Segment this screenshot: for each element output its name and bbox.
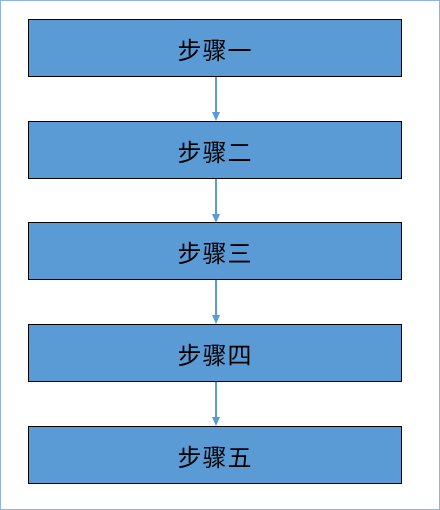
arrow-down-2 (212, 179, 220, 223)
arrow-down-1 (212, 77, 220, 121)
arrow-down-4 (212, 382, 220, 426)
step-label-2: 步骤二 (177, 138, 253, 167)
step-box-2: 步骤二 (28, 121, 402, 179)
step-box-5: 步骤五 (28, 426, 402, 484)
step-label-4: 步骤四 (177, 341, 253, 370)
arrow-down-3 (212, 280, 220, 324)
step-label-5: 步骤五 (177, 443, 253, 472)
step-box-3: 步骤三 (28, 222, 402, 280)
step-label-3: 步骤三 (177, 239, 253, 268)
step-box-4: 步骤四 (28, 324, 402, 382)
step-box-1: 步骤一 (28, 19, 402, 77)
step-label-1: 步骤一 (177, 36, 253, 65)
